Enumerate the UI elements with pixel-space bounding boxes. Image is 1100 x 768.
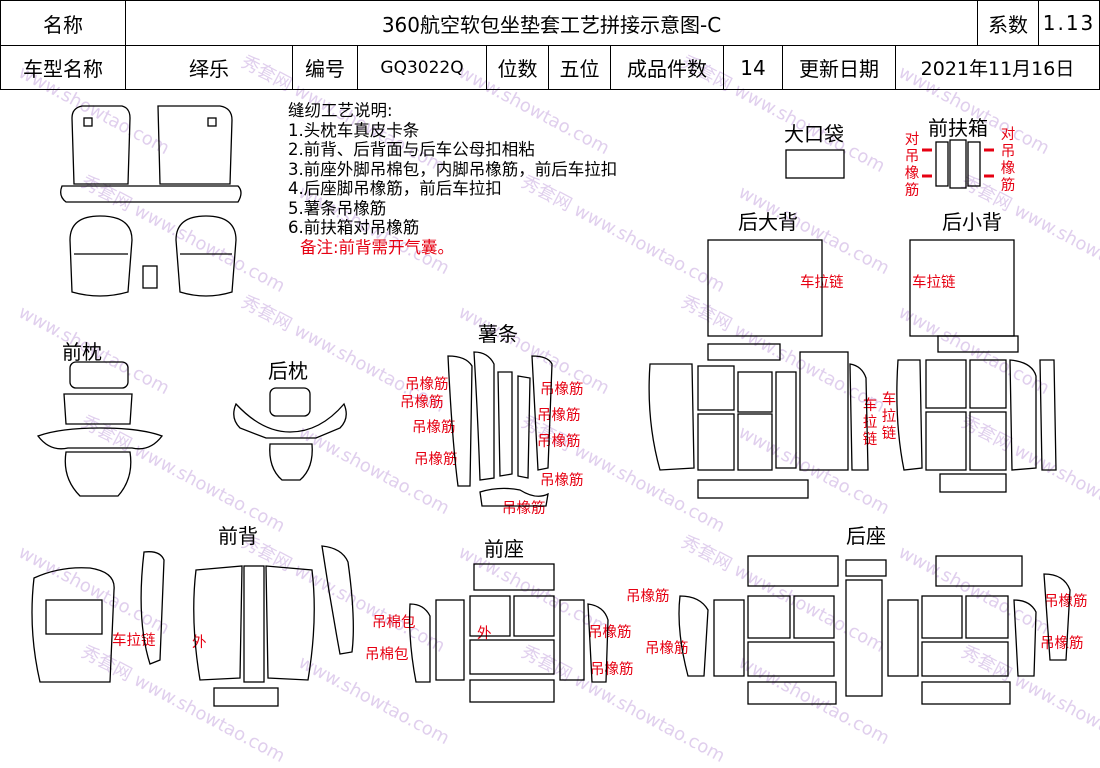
note-item: 2.前背、后背面与后车公母扣相粘 bbox=[288, 140, 535, 159]
pieces-label: 成品件数 bbox=[610, 45, 724, 90]
rear-pillow-parts bbox=[233, 387, 347, 481]
sewing-notes: 缝纫工艺说明: 1.头枕车真皮卡条 2.前背、后背面与后车公母扣相粘 3.前座外… bbox=[288, 101, 617, 257]
annot-outer: 外 bbox=[477, 626, 492, 642]
annot-elastic: 吊橡筋 bbox=[590, 662, 634, 678]
front-armrest-parts bbox=[922, 139, 994, 189]
note-item: 3.前座外脚吊棉包，内脚吊橡筋，前后车拉扣 bbox=[288, 159, 618, 179]
annot-pair-hang-right: 对吊橡筋 bbox=[1000, 127, 1016, 194]
note-item: 1.头枕车真皮卡条 bbox=[288, 120, 420, 140]
rear-big-back-parts bbox=[648, 239, 869, 499]
annot-elastic: 吊橡筋 bbox=[645, 641, 689, 657]
section-front-back: 前背 bbox=[218, 524, 258, 548]
annot-elastic: 吊橡筋 bbox=[626, 589, 670, 605]
header-table: 名称 360航空软包坐垫套工艺拼接示意图-C 系数 1.13 车型名称 绎乐 编… bbox=[0, 0, 1100, 90]
seats-value: 五位 bbox=[548, 45, 611, 90]
section-rear-pillow: 后枕 bbox=[268, 359, 308, 383]
annot-elastic: 吊橡筋 bbox=[540, 473, 584, 489]
date-label: 更新日期 bbox=[782, 45, 896, 90]
seat-overview bbox=[60, 105, 242, 297]
section-front-armrest: 前扶箱 bbox=[928, 116, 988, 140]
front-pillow-parts bbox=[36, 361, 164, 497]
annot-elastic: 吊橡筋 bbox=[405, 377, 449, 393]
annot-elastic: 吊橡筋 bbox=[588, 625, 632, 641]
annot-zipper: 车拉链 bbox=[912, 275, 956, 291]
notes-remark: 备注:前背需开气囊。 bbox=[300, 237, 455, 257]
front-seat-parts bbox=[408, 563, 609, 703]
model-label: 车型名称 bbox=[0, 45, 126, 90]
section-rear-big-back: 后大背 bbox=[738, 210, 798, 234]
annot-elastic: 吊橡筋 bbox=[1044, 594, 1088, 610]
rear-small-back-parts bbox=[896, 239, 1057, 493]
pattern-drawings bbox=[31, 105, 1071, 707]
annot-cotton: 吊棉包 bbox=[365, 647, 409, 663]
annot-zipper-vertical: 车拉链 bbox=[881, 392, 897, 442]
section-rear-small-back: 后小背 bbox=[942, 210, 1002, 234]
section-rear-seat: 后座 bbox=[846, 524, 886, 548]
note-item: 4.后座脚吊橡筋，前后车拉扣 bbox=[288, 179, 502, 198]
annot-pair-hang-left: 对吊橡筋 bbox=[904, 132, 920, 199]
section-fries: 薯条 bbox=[478, 322, 518, 346]
annot-elastic: 吊橡筋 bbox=[537, 434, 581, 450]
rear-seat-parts bbox=[678, 555, 1071, 705]
coef-label: 系数 bbox=[977, 0, 1039, 46]
annot-elastic: 吊橡筋 bbox=[1040, 636, 1084, 652]
notes-heading: 缝纫工艺说明: bbox=[288, 101, 393, 120]
annot-elastic: 吊橡筋 bbox=[537, 408, 581, 424]
seats-label: 位数 bbox=[486, 45, 549, 90]
fries-parts bbox=[447, 351, 553, 507]
note-item: 6.前扶箱对吊橡筋 bbox=[288, 218, 420, 237]
annot-elastic: 吊橡筋 bbox=[400, 395, 444, 411]
annot-elastic: 吊橡筋 bbox=[412, 420, 456, 436]
section-front-seat: 前座 bbox=[484, 537, 524, 561]
model-value: 绎乐 bbox=[125, 45, 293, 90]
section-big-pocket: 大口袋 bbox=[784, 122, 844, 146]
annot-elastic: 吊橡筋 bbox=[414, 452, 458, 468]
section-front-pillow: 前枕 bbox=[62, 340, 102, 364]
front-back-parts bbox=[31, 545, 354, 707]
annot-elastic: 吊橡筋 bbox=[502, 501, 546, 517]
annot-cotton: 吊棉包 bbox=[372, 615, 416, 631]
big-pocket-part bbox=[785, 149, 845, 179]
note-item: 5.薯条吊橡筋 bbox=[288, 198, 387, 218]
